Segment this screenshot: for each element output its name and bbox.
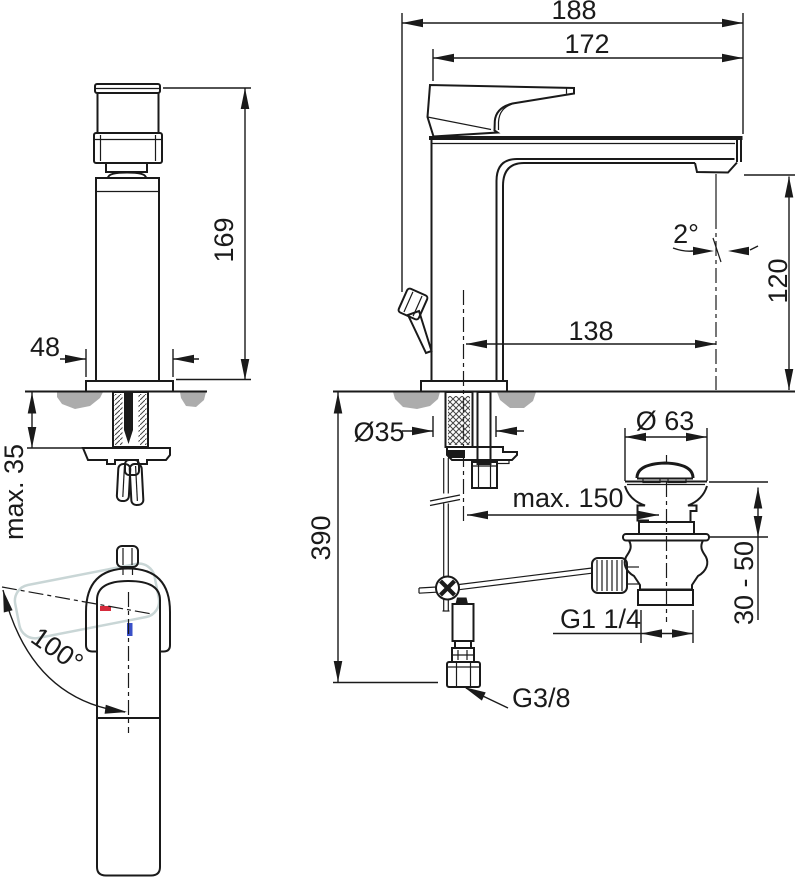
top-view-knob bbox=[116, 545, 139, 575]
dimension-lines bbox=[27, 13, 795, 709]
counter-deck-side bbox=[333, 390, 795, 409]
dim-waste-thread: G1 1/4 bbox=[560, 604, 641, 634]
pull-rod-knob bbox=[397, 287, 429, 321]
dim-hole-diameter: Ø35 bbox=[353, 417, 404, 447]
deck-fragment bbox=[393, 392, 440, 409]
pop-up-pull-rod bbox=[418, 458, 593, 612]
deck-fragment bbox=[57, 392, 103, 409]
dim-overall-depth: 188 bbox=[551, 0, 596, 25]
dim-waste-deck-range: 30 - 50 bbox=[729, 541, 759, 625]
dimension-labels: 188 172 169 48 max. 35 Ø35 390 120 138 2… bbox=[0, 0, 793, 713]
dim-spout-height: 120 bbox=[763, 258, 793, 303]
dim-supply-thread: G3/8 bbox=[512, 683, 571, 713]
dim-hose-length: 390 bbox=[306, 515, 336, 560]
dim-spout-depth: 172 bbox=[564, 29, 609, 59]
dim-max-rod-reach: max. 150 bbox=[512, 483, 623, 513]
deck-fragment bbox=[497, 392, 536, 408]
top-view bbox=[1, 545, 171, 877]
dim-waste-flange-diameter: Ø 63 bbox=[636, 406, 695, 436]
dim-body-height: 169 bbox=[209, 217, 239, 262]
hot-indicator bbox=[100, 606, 111, 611]
swivel-arc bbox=[2, 589, 126, 713]
pop-up-waste bbox=[591, 455, 710, 622]
front-view bbox=[85, 83, 174, 393]
waste-knurled-knob bbox=[591, 557, 639, 594]
dim-stream-angle: 2° bbox=[673, 219, 699, 249]
dim-spout-reach: 138 bbox=[568, 316, 613, 346]
dim-max-deck-thickness: max. 35 bbox=[0, 444, 29, 540]
mounting-assembly-side bbox=[418, 391, 593, 688]
handle-ghost-position bbox=[13, 562, 161, 640]
deck-fragment bbox=[180, 392, 206, 407]
mounting-shank-front bbox=[81, 391, 171, 507]
side-view bbox=[397, 83, 743, 525]
supply-hose bbox=[446, 597, 481, 688]
dim-base-width: 48 bbox=[30, 332, 60, 362]
cold-indicator bbox=[127, 623, 133, 636]
